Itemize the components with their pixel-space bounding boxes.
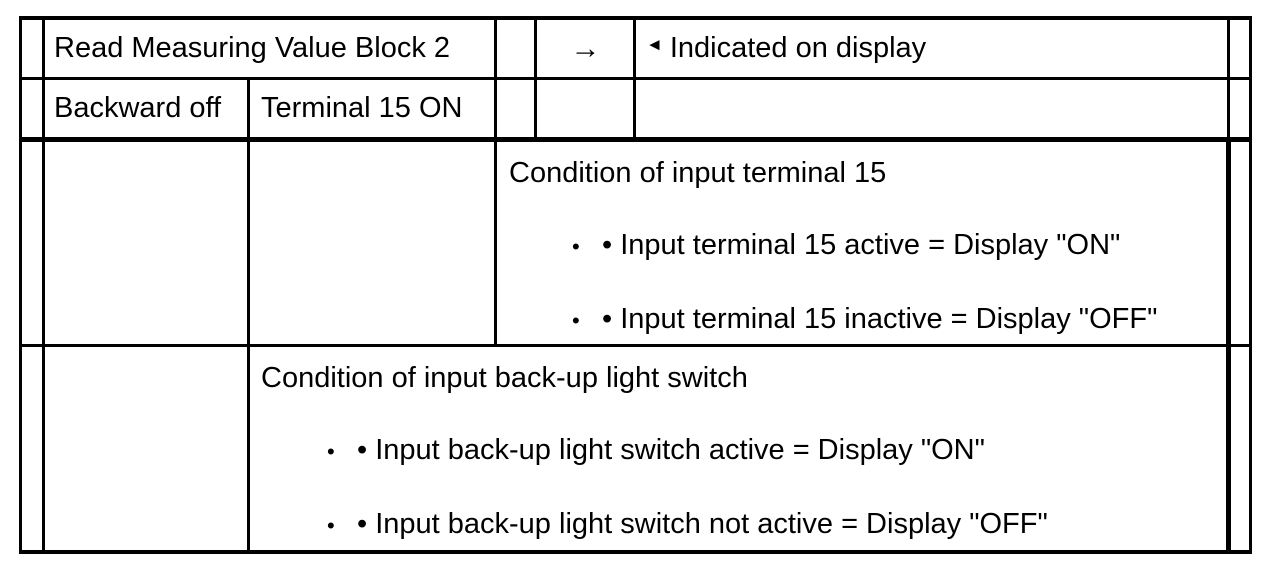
condition-backward-off-cell: Backward off bbox=[44, 80, 247, 137]
list-item-label: • Input back-up light switch not active … bbox=[357, 508, 1048, 540]
bullet-marker-icon: • bbox=[327, 513, 335, 538]
detail1-spacer-right-cell bbox=[1231, 142, 1250, 345]
detail2-spacer-left-cell bbox=[21, 347, 42, 550]
detail1-spacer-col2-cell bbox=[44, 142, 247, 345]
condition-spacer-arrow-cell bbox=[537, 80, 634, 137]
detail2-spacer-right-cell bbox=[1231, 347, 1250, 550]
condition-spacer-left-cell bbox=[21, 80, 42, 137]
list-item-label: • Input back-up light switch active = Di… bbox=[357, 434, 985, 466]
bullet-marker-icon: • bbox=[327, 439, 335, 464]
left-triangle-icon: ◄ bbox=[646, 35, 663, 54]
rule-detail1-detail2 bbox=[21, 344, 1250, 347]
right-arrow-icon: → bbox=[570, 31, 601, 65]
rule-col-spacer-right-top bbox=[1227, 16, 1230, 140]
rule-col-cond1-cond2-detail1 bbox=[247, 140, 250, 347]
detail1-spacer-left-cell bbox=[21, 142, 42, 345]
header-narrow-spacer-cell bbox=[497, 20, 535, 77]
detail1-heading: Condition of input terminal 15 bbox=[509, 157, 887, 189]
list-item-label: • Input terminal 15 inactive = Display "… bbox=[602, 303, 1158, 335]
table-border-bottom bbox=[19, 550, 1252, 554]
rule-col-arrow-result bbox=[633, 16, 636, 140]
detail1-content-cell: Condition of input terminal 15 • • Input… bbox=[497, 142, 1227, 345]
condition-terminal-15-on-cell: Terminal 15 ON bbox=[251, 80, 495, 137]
list-item: • • Input terminal 15 inactive = Display… bbox=[572, 305, 1157, 334]
indicated-on-display-cell: ◄ Indicated on display bbox=[636, 20, 1227, 77]
rule-col-narrow-arrow bbox=[534, 16, 537, 140]
rule-col-cond1-cond2 bbox=[247, 77, 250, 140]
list-item: • • Input back-up light switch not activ… bbox=[327, 510, 1048, 539]
list-item-label: • Input terminal 15 active = Display "ON… bbox=[602, 229, 1121, 261]
arrow-cell: → bbox=[537, 20, 634, 77]
list-item: • • Input back-up light switch active = … bbox=[327, 436, 985, 465]
condition-spacer-mid-cell bbox=[497, 80, 535, 137]
table-border-left bbox=[19, 16, 22, 554]
indicated-on-display-label: Indicated on display bbox=[669, 32, 927, 65]
bullet-marker-icon: • bbox=[572, 234, 580, 259]
rule-col-spacer-left bbox=[42, 16, 45, 554]
detail2-heading: Condition of input back-up light switch bbox=[261, 362, 748, 394]
detail1-spacer-col3-cell bbox=[251, 142, 495, 345]
function-name-cell: Read Measuring Value Block 2 bbox=[44, 20, 495, 77]
table-border-right bbox=[1249, 16, 1252, 554]
rule-col-cond2-detail2 bbox=[247, 344, 250, 552]
condition-spacer-result-cell bbox=[636, 80, 1227, 137]
header-spacer-right-cell bbox=[1229, 20, 1250, 77]
rule-col-function-narrow bbox=[494, 16, 497, 140]
bullet-marker-icon: • bbox=[572, 308, 580, 333]
detail2-content-cell: Condition of input back-up light switch … bbox=[251, 347, 1227, 550]
list-item: • • Input terminal 15 active = Display "… bbox=[572, 231, 1120, 260]
condition-spacer-right-cell bbox=[1229, 80, 1250, 137]
rule-col-detail1-left bbox=[494, 140, 497, 347]
rule-col-spacer-right-bottom bbox=[1226, 140, 1231, 552]
detail2-spacer-col2-cell bbox=[44, 347, 247, 550]
header-spacer-left-cell bbox=[21, 20, 42, 77]
